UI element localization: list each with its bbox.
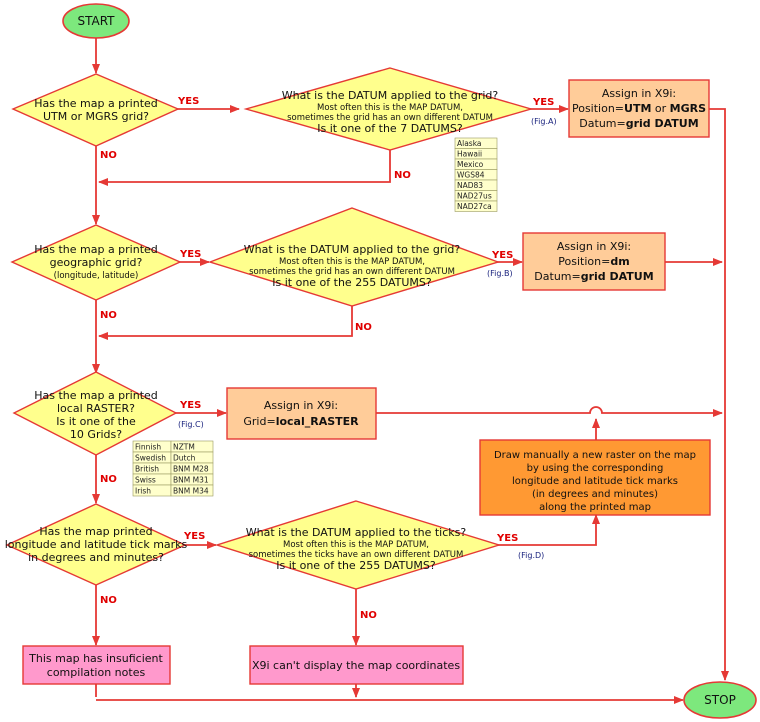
draw-line2: by using the corresponding <box>527 463 664 474</box>
q2-yes-label: YES <box>179 249 201 260</box>
datum-item: Hawaii <box>457 150 482 159</box>
d4-line2: Most often this is the MAP DATUM, <box>283 540 429 550</box>
a2-line3: Datum=grid DATUM <box>534 270 653 283</box>
datum-item: NAD27us <box>457 192 492 201</box>
stop-terminal: STOP <box>683 681 757 719</box>
d4-line1: What is the DATUM applied to the ticks? <box>246 526 467 539</box>
grid-item: British <box>135 465 159 474</box>
q3-line1: Has the map a printed <box>34 389 158 402</box>
grid-item: BNM M34 <box>173 487 209 496</box>
draw-line1: Draw manually a new raster on the map <box>494 450 696 461</box>
d1-line4: Is it one of the 7 DATUMS? <box>317 122 463 135</box>
q2-no-label: NO <box>100 310 117 321</box>
q2-line2: geographic grid? <box>50 256 143 269</box>
d2-no-label: NO <box>355 322 372 333</box>
fig-a-label: (Fig.A) <box>531 117 557 126</box>
datum-question-7: What is the DATUM applied to the grid? M… <box>243 67 534 151</box>
q4-line3: in degrees and minutes? <box>28 551 164 564</box>
grid-item: Swiss <box>135 476 156 485</box>
fig-d-label: (Fig.D) <box>518 551 544 560</box>
q3-yes-label: YES <box>179 400 201 411</box>
q3-no-label: NO <box>100 474 117 485</box>
question-local-raster: Has the map a printed local RASTER? Is i… <box>12 371 178 456</box>
q4-line2: longitude and latitude tick marks <box>5 538 188 551</box>
d1-yes-label: YES <box>532 97 554 108</box>
d2-line3: sometimes the grid has an own different … <box>249 267 455 277</box>
end1-line2: compilation notes <box>47 666 146 679</box>
a1-line2: Position=UTM or MGRS <box>572 102 706 115</box>
datum-item: Alaska <box>457 139 482 148</box>
a3-line2: Grid=local_RASTER <box>243 415 359 428</box>
datum-list-7: AlaskaHawaiiMexicoWGS84NAD83NAD27usNAD27… <box>454 137 498 212</box>
start-label: START <box>77 14 115 28</box>
fig-c-label: (Fig.C) <box>178 420 204 429</box>
q1-no-label: NO <box>100 150 117 161</box>
q3-line2: local RASTER? <box>57 402 135 415</box>
assign-utm-box: Assign in X9i: Position=UTM or MGRS Datu… <box>568 79 710 138</box>
draw-raster-box: Draw manually a new raster on the map by… <box>479 439 711 516</box>
a3-line1: Assign in X9i: <box>264 399 338 412</box>
d4-no-label: NO <box>360 610 377 621</box>
d1-line2: Most often this is the MAP DATUM, <box>317 103 463 113</box>
fig-b-label: (Fig.B) <box>487 269 513 278</box>
end2-line1: X9i can't display the map coordinates <box>252 659 460 672</box>
d2-line4: Is it one of the 255 DATUMS? <box>272 276 432 289</box>
grid-item: Dutch <box>173 454 196 463</box>
start-terminal: START <box>62 3 130 39</box>
stop-label: STOP <box>704 693 736 707</box>
datum-item: Mexico <box>457 160 484 169</box>
grid-item: BNM M28 <box>173 465 209 474</box>
draw-line3: longitude and latitude tick marks <box>512 476 678 487</box>
question-tick-marks: Has the map printed longitude and latitu… <box>5 503 188 586</box>
cannot-display-box: X9i can't display the map coordinates <box>249 645 464 685</box>
q4-no-label: NO <box>100 595 117 606</box>
q4-yes-label: YES <box>183 531 205 542</box>
assign-dm-box: Assign in X9i: Position=dm Datum=grid DA… <box>522 232 666 291</box>
datum-question-255-ticks: What is the DATUM applied to the ticks? … <box>214 500 502 590</box>
insufficient-notes-box: This map has insuficient compilation not… <box>22 645 171 685</box>
d1-no-label: NO <box>394 170 411 181</box>
a2-line1: Assign in X9i: <box>557 240 631 253</box>
datum-item: WGS84 <box>457 171 485 180</box>
datum-item: NAD83 <box>457 181 483 190</box>
d1-line3: sometimes the grid has an own different … <box>287 113 493 123</box>
q3-line4: 10 Grids? <box>70 428 122 441</box>
assign-raster-box: Assign in X9i: Grid=local_RASTER <box>226 387 377 440</box>
datum-cell <box>454 200 498 212</box>
connectors <box>92 38 729 704</box>
q3-line3: Is it one of the <box>56 415 136 428</box>
a1-line3: Datum=grid DATUM <box>579 117 698 130</box>
q4-line1: Has the map printed <box>39 525 152 538</box>
datum-item: NAD27ca <box>457 202 492 211</box>
question-geographic-grid: Has the map a printed geographic grid? (… <box>10 224 182 301</box>
a2-line2: Position=dm <box>558 255 629 268</box>
q1-line1: Has the map a printed <box>34 97 158 110</box>
grid-item: BNM M31 <box>173 476 209 485</box>
d4-line4: Is it one of the 255 DATUMS? <box>276 559 436 572</box>
grid-item: Irish <box>135 487 151 496</box>
q1-yes-label: YES <box>177 96 199 107</box>
d4-yes-label: YES <box>496 533 518 544</box>
draw-line5: along the printed map <box>539 502 651 513</box>
d2-yes-label: YES <box>491 250 513 261</box>
q1-line2: UTM or MGRS grid? <box>43 110 149 123</box>
q2-line1: Has the map a printed <box>34 243 158 256</box>
grid-item: NZTM <box>173 443 195 452</box>
draw-line4: (in degrees and minutes) <box>532 489 658 500</box>
end1-line1: This map has insuficient <box>28 652 163 665</box>
d4-line3: sometimes the ticks have an own differen… <box>249 550 464 560</box>
grid-item: Finnish <box>135 443 161 452</box>
grid-cell <box>170 484 214 497</box>
datum-question-255-grid: What is the DATUM applied to the grid? M… <box>207 207 501 307</box>
d2-line1: What is the DATUM applied to the grid? <box>244 243 461 256</box>
q2-line3: (longitude, latitude) <box>54 271 139 281</box>
d1-line1: What is the DATUM applied to the grid? <box>282 89 499 102</box>
d2-line2: Most often this is the MAP DATUM, <box>279 257 425 267</box>
question-utm-mgrs: Has the map a printed UTM or MGRS grid? <box>11 73 180 147</box>
grid-item: Swedish <box>135 454 166 463</box>
a1-line1: Assign in X9i: <box>602 87 676 100</box>
